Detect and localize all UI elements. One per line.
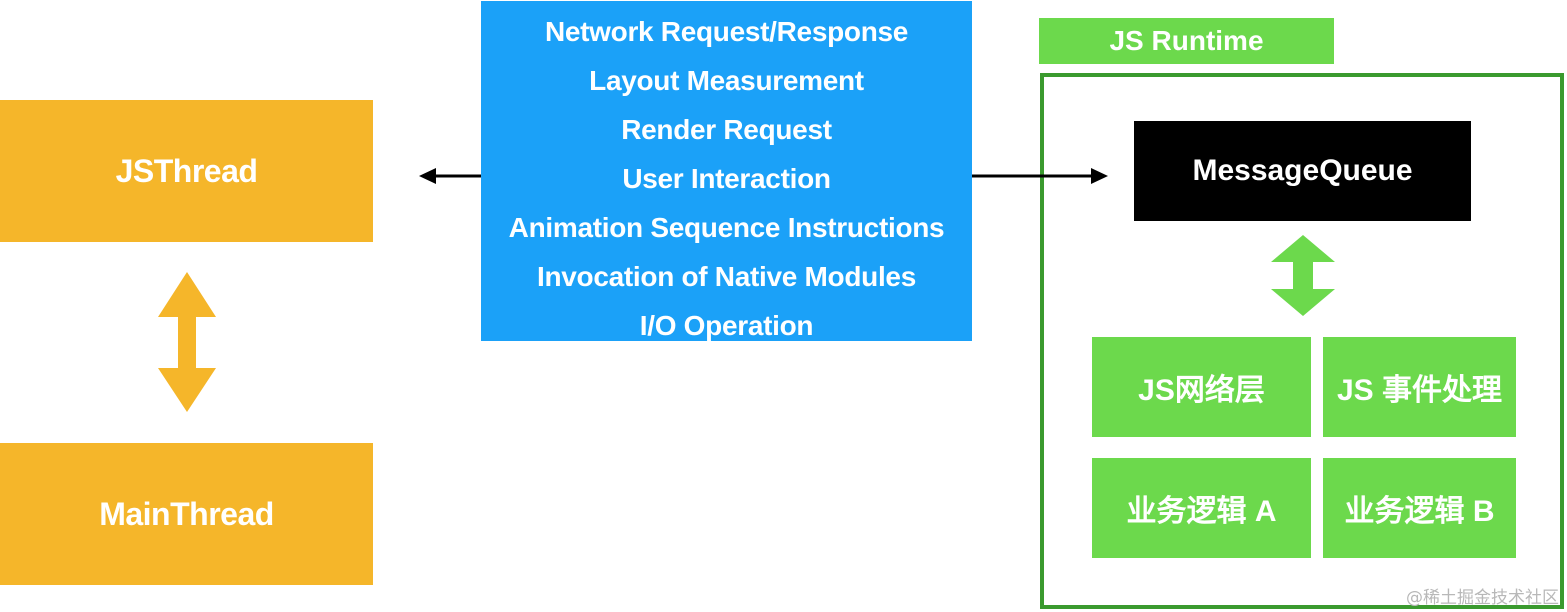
message-type-item: Render Request xyxy=(621,114,832,145)
js-thread-label: JSThread xyxy=(115,152,258,189)
module-business-b-label: 业务逻辑 B xyxy=(1344,495,1495,528)
message-type-item: Invocation of Native Modules xyxy=(537,261,916,292)
double-arrow-orange xyxy=(158,272,216,412)
message-types-box: Network Request/Response Layout Measurem… xyxy=(481,1,972,341)
double-arrow-green xyxy=(1271,235,1335,316)
arrow-right xyxy=(972,168,1108,184)
module-js-events-label: JS 事件处理 xyxy=(1336,374,1503,407)
arrow-left xyxy=(419,168,481,184)
message-type-item: Layout Measurement xyxy=(589,65,864,96)
module-business-a-label: 业务逻辑 A xyxy=(1126,495,1277,528)
js-thread-box: JSThread xyxy=(0,100,373,242)
message-type-item: I/O Operation xyxy=(639,310,814,341)
message-queue-label: MessageQueue xyxy=(1192,154,1413,187)
module-business-b: 业务逻辑 B xyxy=(1323,458,1516,558)
js-runtime-title: JS Runtime xyxy=(1109,25,1264,56)
message-type-item: Network Request/Response xyxy=(544,16,909,47)
watermark: @稀土掘金技术社区 xyxy=(1406,588,1559,608)
module-business-a: 业务逻辑 A xyxy=(1092,458,1311,558)
message-type-item: Animation Sequence Instructions xyxy=(508,212,945,243)
module-js-events: JS 事件处理 xyxy=(1323,337,1516,437)
js-runtime-frame xyxy=(1040,73,1564,609)
main-thread-box: MainThread xyxy=(0,443,373,585)
js-runtime-label: JS Runtime xyxy=(1039,18,1334,64)
module-js-network: JS网络层 xyxy=(1092,337,1311,437)
message-type-item: User Interaction xyxy=(622,163,831,194)
message-queue-box: MessageQueue xyxy=(1134,121,1471,221)
main-thread-label: MainThread xyxy=(99,495,274,532)
module-js-network-label: JS网络层 xyxy=(1138,374,1265,407)
